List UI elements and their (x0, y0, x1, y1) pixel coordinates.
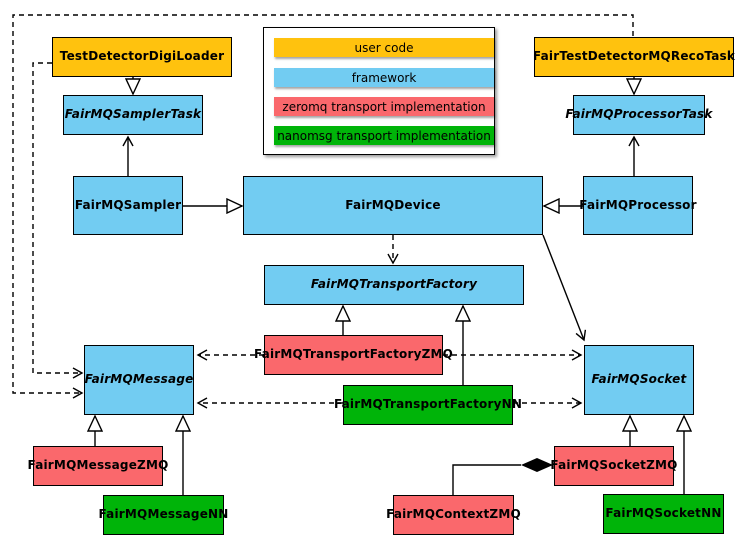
edge-device-socket (542, 234, 587, 342)
edge-contextzmq-sockzmq (452, 464, 521, 495)
node-fairmqsampler: FairMQSampler (73, 176, 183, 235)
node-fairmqmessage: FairMQMessage (84, 345, 194, 415)
node-fairtestdetectormqrecotask: FairTestDetectorMQRecoTask (533, 37, 735, 77)
node-fairmqtransportfactoryzmq: FairMQTransportFactoryZMQ (254, 335, 453, 375)
node-fairmqcontextzmq: FairMQContextZMQ (386, 495, 521, 535)
node-fairmqprocessor: FairMQProcessor (579, 176, 697, 235)
node-fairmqsocketzmq: FairMQSocketZMQ (550, 446, 677, 486)
node-fairmqmessagenn: FairMQMessageNN (98, 495, 228, 535)
node-fairmqsamplertask: FairMQSamplerTask (63, 95, 203, 135)
composition-diamond (521, 458, 553, 472)
legend-item-nanomsg: nanomsg transport implementation (274, 126, 494, 145)
node-fairmqprocessortask: FairMQProcessorTask (565, 95, 712, 135)
legend-box: user code framework zeromq transport imp… (263, 27, 495, 155)
node-fairmqtransportfactorynn: FairMQTransportFactoryNN (334, 385, 522, 425)
node-fairmqsocket: FairMQSocket (584, 345, 694, 415)
node-fairmqsocketnn: FairMQSocketNN (603, 494, 724, 534)
node-fairmqmessagezmq: FairMQMessageZMQ (28, 446, 168, 486)
node-testdetectordigiloader: TestDetectorDigiLoader (52, 37, 232, 77)
node-fairmqdevice: FairMQDevice (243, 176, 543, 235)
legend-item-zeromq: zeromq transport implementation (274, 97, 494, 116)
legend-item-framework: framework (274, 68, 494, 87)
legend-item-user-code: user code (274, 38, 494, 57)
node-fairmqtransportfactory: FairMQTransportFactory (264, 265, 524, 305)
